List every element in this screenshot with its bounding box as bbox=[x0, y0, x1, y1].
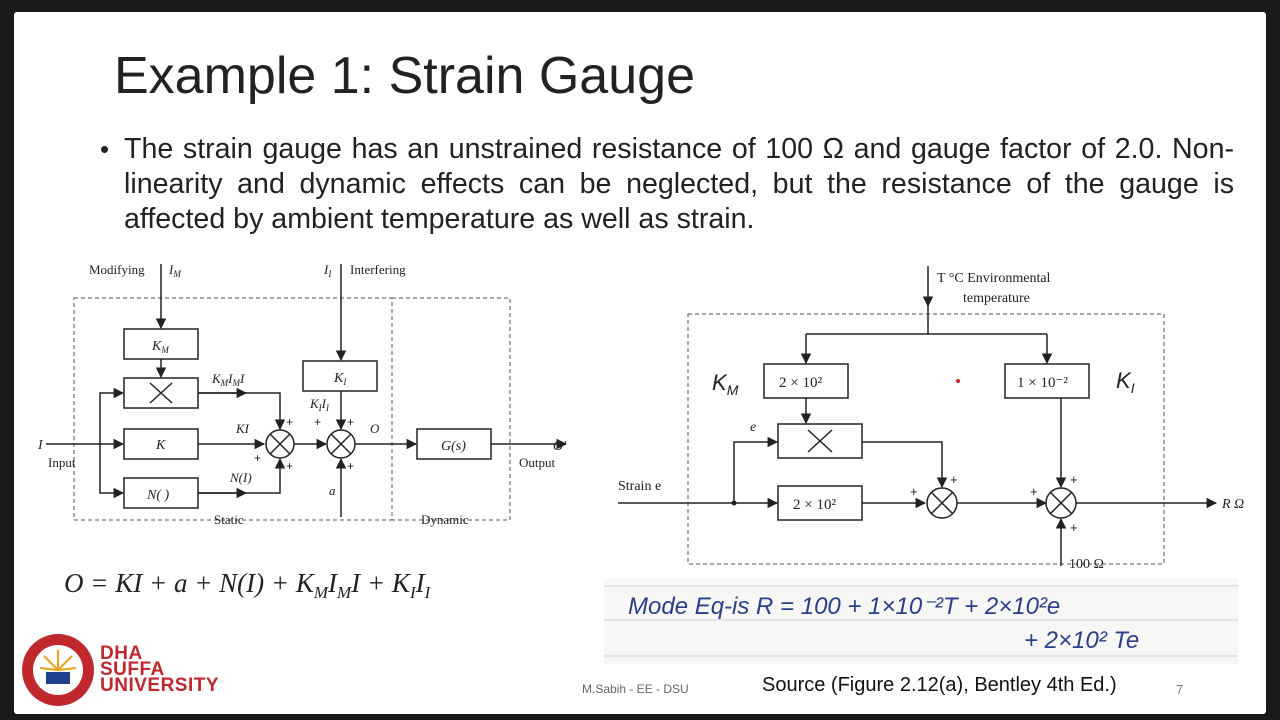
svg-text:K: K bbox=[155, 438, 166, 453]
interfering-label: Interfering bbox=[350, 262, 406, 277]
g-block bbox=[416, 428, 492, 460]
dynamic-frame bbox=[391, 297, 511, 521]
svg-text:2 × 10²: 2 × 10² bbox=[793, 497, 836, 513]
temp-label-line1: T °C Environmental bbox=[937, 271, 1051, 286]
slide: Example 1: Strain Gauge • The strain gau… bbox=[14, 12, 1266, 714]
svg-text:+: + bbox=[347, 415, 354, 429]
svg-text:1 × 10⁻²: 1 × 10⁻² bbox=[1017, 375, 1068, 391]
svg-text:G(s): G(s) bbox=[441, 439, 466, 454]
output-symbol: O′ bbox=[553, 439, 567, 454]
right-block-diagram: T °C Environmental temperature KM 2 × 10… bbox=[618, 266, 1244, 572]
temp-label-line2: temperature bbox=[963, 291, 1030, 306]
svg-text:+: + bbox=[950, 472, 958, 487]
svg-text:+: + bbox=[1030, 484, 1038, 499]
e-label: e bbox=[750, 420, 756, 435]
source-caption: Source (Figure 2.12(a), Bentley 4th Ed.) bbox=[762, 674, 1117, 696]
kmimi-label: KMIMI bbox=[211, 371, 245, 388]
svg-text:+: + bbox=[314, 415, 321, 429]
kiii-label: KIII bbox=[309, 396, 330, 413]
svg-text:N( ): N( ) bbox=[146, 488, 170, 503]
slide-title: Example 1: Strain Gauge bbox=[114, 47, 695, 105]
multiplier-block-right bbox=[777, 423, 863, 459]
km-gain-block bbox=[763, 363, 849, 399]
ki-block bbox=[302, 360, 378, 392]
static-label: Static bbox=[214, 512, 244, 527]
handwritten-line2: + 2×10² Te bbox=[1024, 627, 1139, 654]
model-equation: O = KI + a + N(I) + KMIMI + KIII bbox=[64, 568, 432, 602]
svg-text:+: + bbox=[254, 451, 261, 465]
ii-symbol: II bbox=[323, 262, 332, 279]
km-label: KM bbox=[712, 370, 739, 398]
red-dot bbox=[956, 379, 960, 383]
svg-text:2 × 10²: 2 × 10² bbox=[779, 375, 822, 391]
handwritten-note: Mode Eq-is R = 100 + 1×10⁻²T + 2×10²e + … bbox=[604, 578, 1238, 664]
dynamic-label: Dynamic bbox=[421, 512, 469, 527]
handwritten-line1: Mode Eq-is R = 100 + 1×10⁻²T + 2×10²e bbox=[628, 593, 1060, 620]
svg-text:+: + bbox=[910, 484, 918, 499]
footer-author: M.Sabih - EE - DSU bbox=[582, 682, 689, 696]
ni-signal: N(I) bbox=[229, 470, 252, 485]
gauge-frame bbox=[687, 313, 1165, 565]
a-signal: a bbox=[329, 483, 336, 498]
svg-text:+: + bbox=[286, 415, 293, 429]
input-label: Input bbox=[48, 455, 76, 470]
static-frame bbox=[73, 297, 393, 521]
input-symbol: I bbox=[37, 438, 44, 453]
strain-label: Strain e bbox=[618, 479, 661, 494]
output-label: Output bbox=[519, 455, 556, 470]
page-number: 7 bbox=[1176, 682, 1184, 697]
bullet-text: The strain gauge has an unstrained resis… bbox=[124, 133, 1234, 235]
modifying-label: Modifying bbox=[89, 262, 145, 277]
university-wordmark: DHA SUFFA UNIVERSITY bbox=[100, 643, 220, 696]
ki-label: KI bbox=[1116, 368, 1135, 396]
im-symbol: IM bbox=[168, 262, 181, 279]
svg-text:+: + bbox=[1070, 472, 1078, 487]
left-block-diagram: Modifying IM KM K N( ) I Input KMIMI KI … bbox=[37, 262, 567, 527]
o-signal: O bbox=[370, 421, 380, 436]
svg-text:+: + bbox=[286, 459, 293, 473]
r-output-label: R Ω bbox=[1221, 497, 1244, 512]
svg-text:+: + bbox=[1070, 520, 1078, 535]
ki-gain-block bbox=[1004, 363, 1090, 399]
svg-text:+: + bbox=[347, 459, 354, 473]
r0-label: 100 Ω bbox=[1069, 557, 1104, 572]
bullet-marker: • bbox=[100, 134, 110, 164]
university-seal bbox=[22, 634, 94, 706]
k-gain-block bbox=[777, 485, 863, 521]
ki-signal: KI bbox=[235, 421, 250, 436]
svg-text:O = KI + a + N(I) + KMIMI + KI: O = KI + a + N(I) + KMIMI + KIII bbox=[64, 568, 432, 602]
